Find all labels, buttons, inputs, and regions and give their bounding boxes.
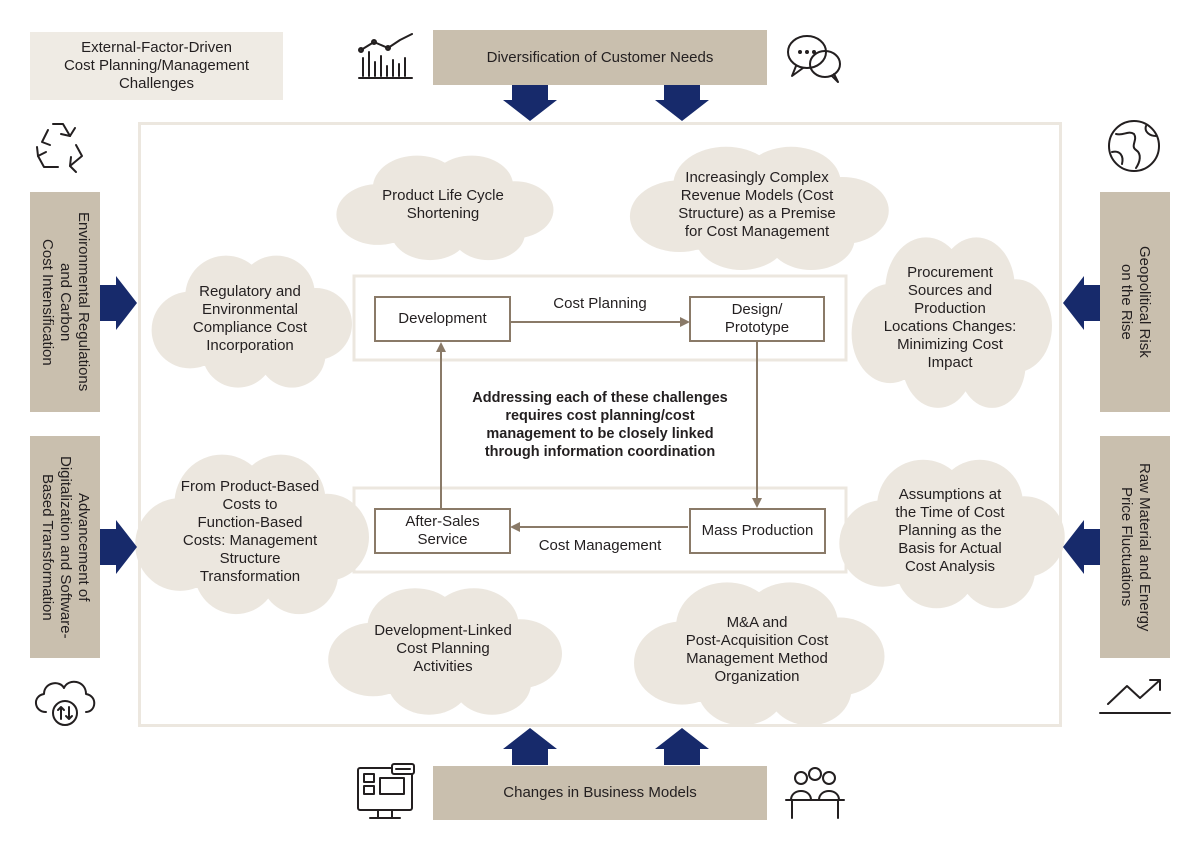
cloud-mid-left-text: Regulatory and Environmental Compliance … — [192, 283, 308, 354]
center-message: Addressing each of these challenges requ… — [472, 390, 728, 460]
arrow-right-2 — [100, 520, 137, 574]
chart-icon — [358, 33, 413, 79]
factor-right-lower-label: Raw Material and Energy Price Fluctuatio… — [1118, 462, 1153, 632]
cloud-sync-icon — [35, 680, 96, 726]
arrow-up-1 — [503, 728, 557, 765]
cloud-low-left-text: From Product-Based Costs to Function-Bas… — [180, 478, 320, 585]
planning-frame — [352, 274, 848, 362]
cloud-top-left-text: Product Life Cycle Shortening — [382, 187, 504, 222]
cloud-bottom-left-text: Development-Linked Cost Planning Activit… — [374, 622, 512, 675]
dashboard-monitor-icon — [357, 763, 415, 819]
factor-right-upper: Geopolitical Risk on the Rise — [1100, 192, 1170, 412]
meeting-icon — [785, 767, 845, 819]
cloud-low-right-text: Assumptions at the Time of Cost Planning… — [895, 486, 1005, 575]
factor-left-lower: Advancement of Digitalization and Softwa… — [30, 436, 100, 658]
arrow-left-2 — [1063, 520, 1100, 574]
factor-right-upper-label: Geopolitical Risk on the Rise — [1118, 246, 1153, 358]
factor-left-lower-label: Advancement of Digitalization and Softwa… — [39, 455, 92, 639]
cost-planning-label: Cost Planning — [553, 295, 647, 312]
stage-mass-production: Mass Production — [689, 508, 826, 554]
globe-icon — [1108, 120, 1160, 172]
factor-right-lower: Raw Material and Energy Price Fluctuatio… — [1100, 436, 1170, 658]
factor-bottom: Changes in Business Models — [433, 766, 767, 820]
outer-frame — [138, 122, 1062, 727]
arrow-left-1 — [1063, 276, 1100, 330]
factor-top: Diversification of Customer Needs — [433, 30, 767, 85]
factor-left-upper: Environmental Regulations and Carbon Cos… — [30, 192, 100, 412]
arrow-right-1 — [100, 276, 137, 330]
recycle-icon — [36, 123, 83, 173]
stage-design-prototype: Design/ Prototype — [689, 296, 825, 342]
cloud-mid-right-text: Procurement Sources and Production Locat… — [883, 264, 1017, 371]
cost-management-label: Cost Management — [538, 537, 662, 554]
diagram-title: External-Factor-Driven Cost Planning/Man… — [30, 32, 283, 100]
cloud-top-right-text: Increasingly Complex Revenue Models (Cos… — [678, 169, 836, 240]
cloud-bottom-right-text: M&A and Post-Acquisition Cost Management… — [685, 614, 829, 685]
factor-left-upper-label: Environmental Regulations and Carbon Cos… — [39, 212, 92, 392]
stage-after-sales: After-Sales Service — [374, 508, 511, 554]
arrow-down-1 — [503, 84, 557, 121]
rising-trend-icon — [1099, 679, 1171, 714]
management-frame — [352, 486, 848, 574]
arrow-down-2 — [655, 84, 709, 121]
chat-bubbles-icon — [787, 35, 841, 83]
arrow-up-2 — [655, 728, 709, 765]
stage-development: Development — [374, 296, 511, 342]
